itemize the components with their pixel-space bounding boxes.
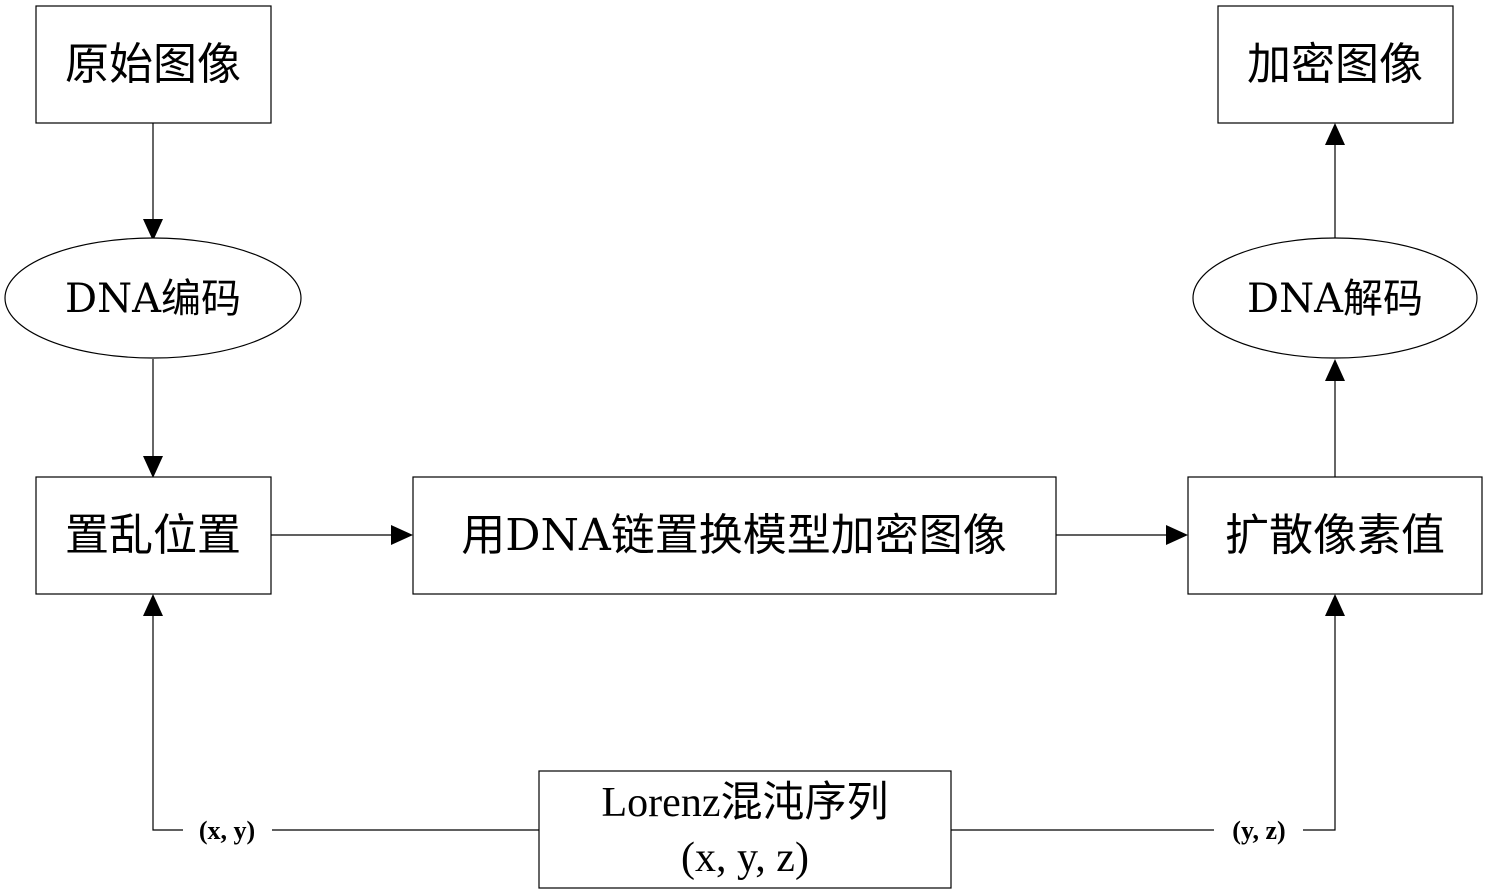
node-lorenz-sequence-line1: Lorenz混沌序列 xyxy=(602,780,889,826)
node-lorenz-sequence-line2: (x, y, z) xyxy=(681,835,809,881)
edge-chain-encrypt-to-diffuse xyxy=(1056,525,1188,545)
node-lorenz-sequence: Lorenz混沌序列 (x, y, z) xyxy=(538,770,952,889)
edge-label-xy: (x, y) xyxy=(199,816,255,845)
edge-lorenz-to-diffuse xyxy=(951,594,1345,831)
edge-label-yz: (y, z) xyxy=(1232,816,1285,845)
node-diffuse-pixels-label: 扩散像素值 xyxy=(1225,510,1445,561)
edge-dna-encode-to-scramble xyxy=(143,359,163,478)
node-dna-chain-encrypt: 用DNA链置换模型加密图像 xyxy=(412,476,1057,595)
edge-scramble-to-chain-encrypt xyxy=(271,525,413,545)
edge-diffuse-to-dna-decode xyxy=(1325,359,1345,477)
node-dna-decode-label: DNA解码 xyxy=(1247,276,1423,322)
node-scramble-position-label: 置乱位置 xyxy=(65,510,241,561)
node-dna-encode-label: DNA编码 xyxy=(65,276,241,322)
node-encrypted-image-label: 加密图像 xyxy=(1247,39,1423,90)
node-dna-decode: DNA解码 xyxy=(1192,237,1478,359)
edge-lorenz-to-scramble xyxy=(143,594,539,831)
node-dna-encode: DNA编码 xyxy=(4,237,302,359)
node-scramble-position: 置乱位置 xyxy=(35,476,272,595)
node-original-image-label: 原始图像 xyxy=(65,39,241,90)
edge-dna-decode-to-encrypted xyxy=(1325,123,1345,241)
node-diffuse-pixels: 扩散像素值 xyxy=(1187,476,1483,595)
edge-original-to-dna-encode xyxy=(143,123,163,241)
node-encrypted-image: 加密图像 xyxy=(1217,5,1454,124)
node-original-image: 原始图像 xyxy=(35,5,272,124)
node-dna-chain-encrypt-label: 用DNA链置换模型加密图像 xyxy=(461,510,1007,561)
